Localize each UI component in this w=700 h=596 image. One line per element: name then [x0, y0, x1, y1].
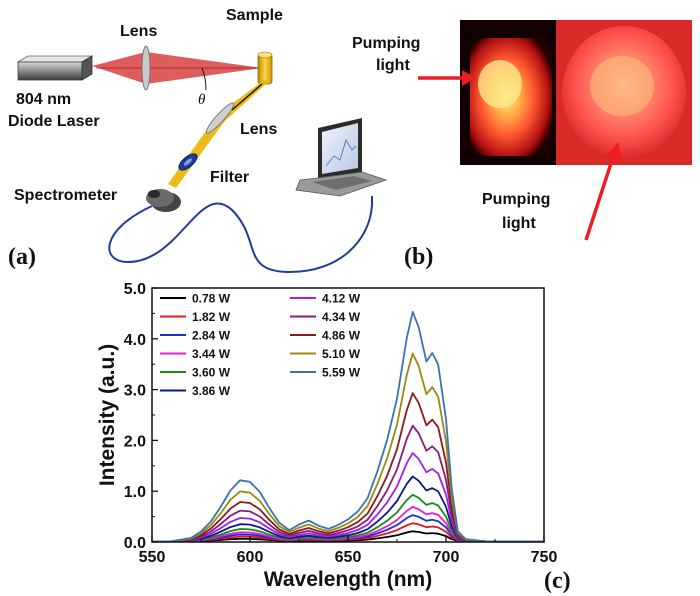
y-tick-label-4: 4.0 [124, 332, 146, 349]
series-line-6 [151, 452, 545, 543]
series-line-5 [151, 475, 545, 543]
legend-label-2: 2.84 W [192, 329, 231, 343]
lens-top [141, 45, 151, 91]
y-tick-label-3: 3.0 [124, 383, 146, 400]
legend: 0.78 W 1.82 W 2.84 W 3.44 W 3.60 W 3.86 W 4.12… [160, 292, 361, 398]
legend-label-0: 0.78 W [192, 292, 231, 306]
sample-label: Sample [226, 7, 283, 24]
optical-fiber [108, 196, 373, 274]
pumping-arrow-top [418, 70, 476, 86]
spectrometer-label: Spectrometer [14, 187, 117, 204]
pump-label-bottom-line1: Pumping [482, 191, 550, 208]
legend-label-8: 4.86 W [322, 329, 361, 343]
y-tick-label-1: 1.0 [124, 484, 146, 501]
panel-b-letter: (b) [404, 244, 433, 270]
series-line-7 [151, 424, 545, 543]
sample-cylinder [257, 51, 273, 85]
plot-frame [151, 287, 545, 543]
x-tick-label-0: 550 [139, 549, 166, 566]
lens-top-label: Lens [120, 23, 157, 40]
x-tick-label-1: 600 [237, 549, 264, 566]
series-line-3 [152, 505, 544, 543]
laser-label-line2: Diode Laser [8, 113, 100, 130]
lens-bottom [205, 102, 235, 134]
legend-label-10: 5.59 W [322, 366, 361, 380]
pump-label-top-line1: Pumping [352, 35, 420, 52]
theta-label: θ [198, 92, 206, 108]
axis-layer: 550 600 650 700 750 0.0 1.0 2.0 3.0 4.0 5.0 [124, 281, 558, 566]
panel-b-photographs: Pumping light Pumping light (b) [352, 20, 692, 270]
series-line-4 [151, 493, 545, 543]
panel-c-letter: (c) [544, 568, 571, 594]
x-axis-title: Wavelength (nm) [264, 568, 432, 591]
series-layer [151, 310, 545, 543]
legend-label-1: 1.82 W [192, 310, 231, 324]
x-tick-label-2: 650 [335, 549, 362, 566]
panel-a-letter: (a) [8, 244, 36, 270]
laptop-computer [295, 118, 388, 197]
pump-label-top-line2: light [376, 57, 410, 74]
legend-label-6: 4.12 W [322, 292, 361, 306]
legend-label-9: 5.10 W [322, 347, 361, 361]
panel-a-setup-diagram: Lens Sample 804 nm Diode Laser θ Lens Fi… [8, 7, 388, 274]
series-line-10 [151, 310, 545, 543]
spectrometer [146, 189, 181, 212]
y-tick-label-0: 0.0 [124, 535, 146, 552]
pump-label-bottom-line2: light [502, 215, 536, 232]
legend-label-5: 3.86 W [192, 384, 231, 398]
y-tick-label-2: 2.0 [124, 433, 146, 450]
y-tick-label-5: 5.0 [124, 281, 146, 298]
series-line-8 [151, 392, 545, 543]
pumping-arrow-bottom [584, 142, 622, 241]
filter-label: Filter [210, 169, 249, 186]
legend-label-3: 3.44 W [192, 347, 231, 361]
y-axis-title: Intensity (a.u.) [96, 344, 119, 486]
series-line-9 [151, 352, 545, 543]
emission-spectrum-chart: 550 600 650 700 750 0.0 1.0 2.0 3.0 4.0 5.0 0.78 W… [96, 281, 571, 594]
x-tick-label-3: 700 [433, 549, 460, 566]
x-tick-label-4: 750 [531, 549, 558, 566]
legend-label-7: 4.34 W [322, 310, 361, 324]
legend-label-4: 3.60 W [192, 366, 231, 380]
lens-bottom-label: Lens [240, 121, 277, 138]
diode-laser-box [16, 55, 94, 81]
laser-label-line1: 804 nm [16, 91, 71, 108]
